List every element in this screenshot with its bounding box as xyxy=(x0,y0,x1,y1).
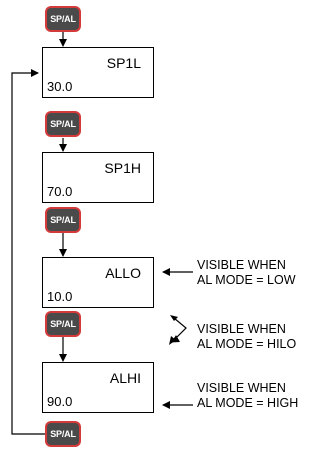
display-parameter-label: ALHI xyxy=(109,370,141,386)
sp-al-key[interactable]: SP/AL xyxy=(45,6,81,32)
sp-al-key-label: SP/AL xyxy=(47,209,79,231)
display-parameter-label: ALLO xyxy=(105,265,141,281)
sp-al-key[interactable]: SP/AL xyxy=(45,311,81,337)
display-parameter-label: SP1H xyxy=(104,160,141,176)
hilo-arrowhead-bottom xyxy=(169,336,176,345)
display-alhi: ALHI 90.0 xyxy=(42,362,154,413)
note-visible-high: VISIBLE WHEN AL MODE = HIGH xyxy=(197,381,298,411)
note-line-2: AL MODE = LOW xyxy=(197,273,296,287)
display-value: 10.0 xyxy=(47,289,73,304)
note-line-1: VISIBLE WHEN xyxy=(197,322,286,336)
sp-al-key[interactable]: SP/AL xyxy=(45,207,81,233)
display-allo: ALLO 10.0 xyxy=(42,257,154,308)
note-arrow-hilo xyxy=(171,317,187,343)
sp-al-key-label: SP/AL xyxy=(47,313,79,335)
sp-al-key[interactable]: SP/AL xyxy=(45,111,81,137)
display-sp1l: SP1L 30.0 xyxy=(42,47,154,98)
note-line-1: VISIBLE WHEN xyxy=(197,258,286,272)
display-parameter-label: SP1L xyxy=(106,55,141,71)
display-value: 90.0 xyxy=(47,394,73,409)
return-loop-line xyxy=(11,69,45,435)
sp-al-key-label: SP/AL xyxy=(47,113,79,135)
sp-al-key-label: SP/AL xyxy=(47,8,79,30)
display-value: 70.0 xyxy=(47,184,73,199)
hilo-arrowhead-top xyxy=(170,315,178,321)
sp-al-key-label: SP/AL xyxy=(47,423,79,445)
note-visible-low: VISIBLE WHEN AL MODE = LOW xyxy=(197,258,296,288)
note-line-2: AL MODE = HILO xyxy=(197,337,297,351)
display-sp1h: SP1H 70.0 xyxy=(42,152,154,203)
display-value: 30.0 xyxy=(47,79,73,94)
note-line-2: AL MODE = HIGH xyxy=(197,396,299,410)
sp-al-key[interactable]: SP/AL xyxy=(45,421,81,447)
note-line-1: VISIBLE WHEN xyxy=(197,381,286,395)
note-visible-hilo: VISIBLE WHEN AL MODE = HILO xyxy=(197,322,296,352)
